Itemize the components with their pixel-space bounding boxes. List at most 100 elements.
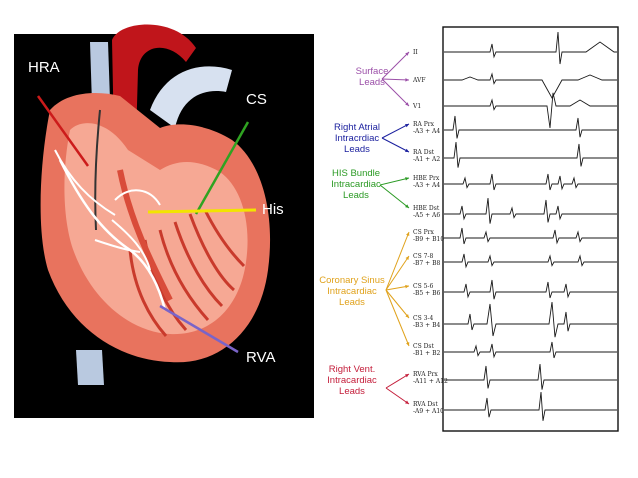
trace-HBEDst — [444, 197, 617, 224]
trace-CS56 — [444, 279, 617, 300]
group-label-line: Leads — [339, 297, 365, 308]
lead-label-line: V1 — [412, 103, 421, 110]
traces — [444, 31, 617, 421]
arrowhead-HBEPrx — [405, 177, 409, 181]
lead-labels: II AVF V1 RA Prx-A3 + A4 RA Dst-A1 + A2 HBE P… — [412, 49, 448, 415]
group-label-line: Leads — [344, 144, 370, 155]
arrowhead-CS78 — [405, 256, 409, 260]
group-arrows — [379, 51, 410, 405]
arrow-CS78 — [385, 255, 410, 291]
trace-II — [444, 31, 617, 65]
lead-label-CS34: CS 3-4-B3 + B4 — [413, 315, 441, 329]
lead-label-AVF: AVF — [412, 77, 426, 84]
trace-CS78 — [444, 253, 617, 269]
lead-label-line: -A1 + A2 — [413, 156, 440, 163]
arrowhead-RADst — [405, 148, 409, 152]
lead-label-RVAPrx: RVA Prx-A11 + A12 — [413, 371, 448, 385]
arrow-HBEDst — [379, 184, 410, 209]
lead-label-line: CS Prx — [413, 229, 435, 236]
arrow-HBEPrx — [379, 177, 410, 186]
trace-CSPrx — [444, 227, 617, 245]
lead-label-line: CS 7-8 — [413, 253, 433, 260]
lead-label-line: CS 5-6 — [413, 283, 433, 290]
trace-RVADst — [444, 391, 617, 421]
trace-V1 — [444, 92, 617, 129]
lead-label-RADst: RA Dst-A1 + A2 — [413, 149, 440, 163]
trace-AVF — [444, 72, 617, 99]
trace-RVAPrx — [444, 363, 617, 390]
group-label-line: Intracrdiac — [335, 133, 380, 144]
lead-label-line: AVF — [412, 77, 426, 84]
lead-label-line: -A3 + A4 — [413, 128, 440, 135]
lead-label-line: CS Dst — [413, 343, 434, 350]
septum — [117, 169, 173, 302]
cs-label: CS — [246, 91, 267, 108]
arrow-CSPrx — [385, 231, 410, 291]
group-label-line: Leads — [359, 77, 385, 88]
group-label-line: Intracardiac — [331, 179, 381, 190]
lead-label-line: -A11 + A12 — [413, 378, 448, 385]
arrow-CS34 — [385, 289, 410, 319]
hra-pointer — [36, 95, 90, 167]
lead-label-HBEDst: HBE Dst-A5 + A6 — [413, 205, 440, 219]
arrowhead-II — [405, 52, 409, 56]
lead-label-line: CS 3-4 — [413, 315, 433, 322]
lead-label-II: II — [413, 49, 418, 56]
group-label-line: Intracardiac — [327, 286, 377, 297]
lead-label-line: HBE Prx — [413, 175, 440, 182]
arrowhead-RAPrx — [405, 124, 409, 128]
lead-label-line: RVA Prx — [413, 371, 438, 378]
arrowhead-CS34 — [405, 314, 409, 318]
lead-label-line: -B7 + B8 — [413, 260, 441, 267]
group-label-line: Leads — [339, 386, 365, 397]
group-label-line: Right Vent. — [329, 364, 375, 375]
rva-label: RVA — [246, 349, 275, 366]
arrowhead-CSDst — [406, 342, 410, 346]
lead-label-CSDst: CS Dst-B1 + B2 — [413, 343, 441, 357]
arrowhead-RVAPrx — [405, 374, 409, 378]
lead-label-line: -B1 + B2 — [413, 350, 441, 357]
lead-label-line: HBE Dst — [413, 205, 440, 212]
group-label-line: HIS Bundle — [332, 168, 380, 179]
arrowhead-AVF — [405, 78, 409, 82]
arrowhead-CSPrx — [406, 232, 410, 236]
cs-pointer — [194, 121, 250, 215]
trace-RAPrx — [444, 115, 617, 139]
lead-label-CSPrx: CS Prx-B9 + B10 — [413, 229, 444, 243]
lead-label-RVADst: RVA Dst-A9 + A10 — [413, 401, 444, 415]
group-label-line: Right Atrial — [334, 122, 380, 133]
lead-label-line: -B9 + B10 — [413, 236, 444, 243]
trace-CS34 — [444, 301, 617, 338]
arrow-II — [381, 51, 410, 80]
trace-HBEPrx — [444, 173, 617, 191]
lead-label-line: RA Dst — [413, 149, 435, 156]
arrow-RVADst — [385, 387, 410, 405]
lead-label-V1: V1 — [412, 103, 421, 110]
lead-label-HBEPrx: HBE Prx-A3 + A4 — [413, 175, 440, 189]
arrowhead-HBEDst — [405, 204, 409, 208]
group-label-line: Coronary Sinus — [319, 275, 385, 286]
lead-label-line: -A9 + A10 — [413, 408, 444, 415]
lead-label-line: RA Prx — [413, 121, 435, 128]
lead-label-line: II — [413, 49, 418, 56]
rva-pointer — [159, 304, 239, 354]
arrowhead-RVADst — [405, 400, 409, 404]
lead-label-line: -A5 + A6 — [413, 212, 440, 219]
arrow-RADst — [381, 137, 410, 153]
his-label: His — [262, 201, 284, 218]
arrow-CS56 — [385, 285, 410, 291]
lead-label-line: RVA Dst — [413, 401, 438, 408]
group-label-line: Surface — [356, 66, 389, 77]
arrow-RVAPrx — [385, 373, 410, 389]
his-pointer — [147, 208, 257, 214]
group-label-line: Leads — [343, 190, 369, 201]
arrow-V1 — [381, 78, 410, 107]
